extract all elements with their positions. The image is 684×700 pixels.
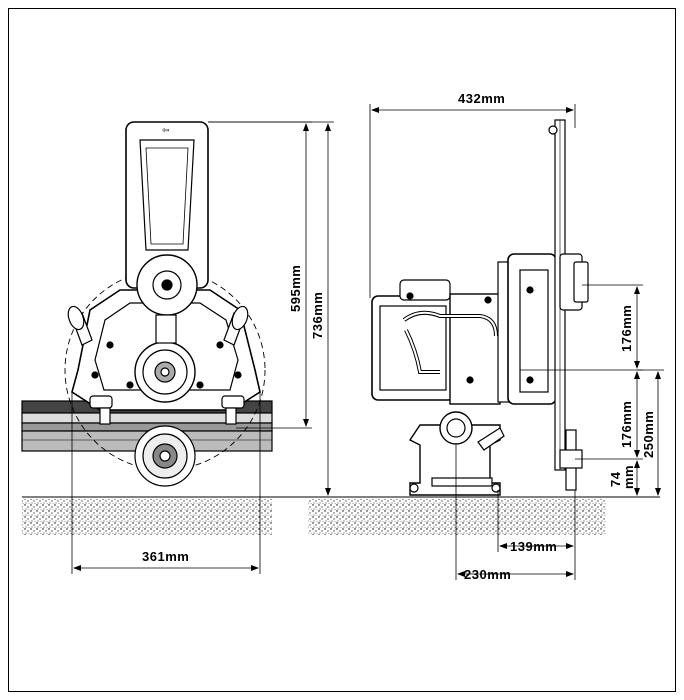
- dim-74-value: 74: [608, 471, 623, 487]
- soil-left: [22, 499, 272, 535]
- side-view: [371, 119, 589, 496]
- front-view: ⇦: [21, 121, 273, 487]
- dim-361mm: 361mm: [142, 549, 189, 564]
- dim-432mm: 432mm: [458, 91, 505, 106]
- dim-176mm-upper: 176mm: [619, 305, 634, 352]
- front-dimensions: [71, 121, 334, 574]
- dim-250mm: 250mm: [641, 411, 656, 458]
- side-dimensions: [369, 104, 664, 580]
- drawing-frame: [8, 8, 676, 692]
- dim-595mm: 595mm: [288, 265, 303, 312]
- soil-right: [308, 499, 606, 535]
- dim-176mm-lower: 176mm: [619, 401, 634, 448]
- dim-139mm: 139mm: [510, 539, 557, 554]
- dim-230mm: 230mm: [464, 567, 511, 582]
- dim-74-unit: mm: [621, 465, 636, 489]
- svg-text:⇦: ⇦: [162, 126, 170, 136]
- dim-736mm: 736mm: [310, 292, 325, 339]
